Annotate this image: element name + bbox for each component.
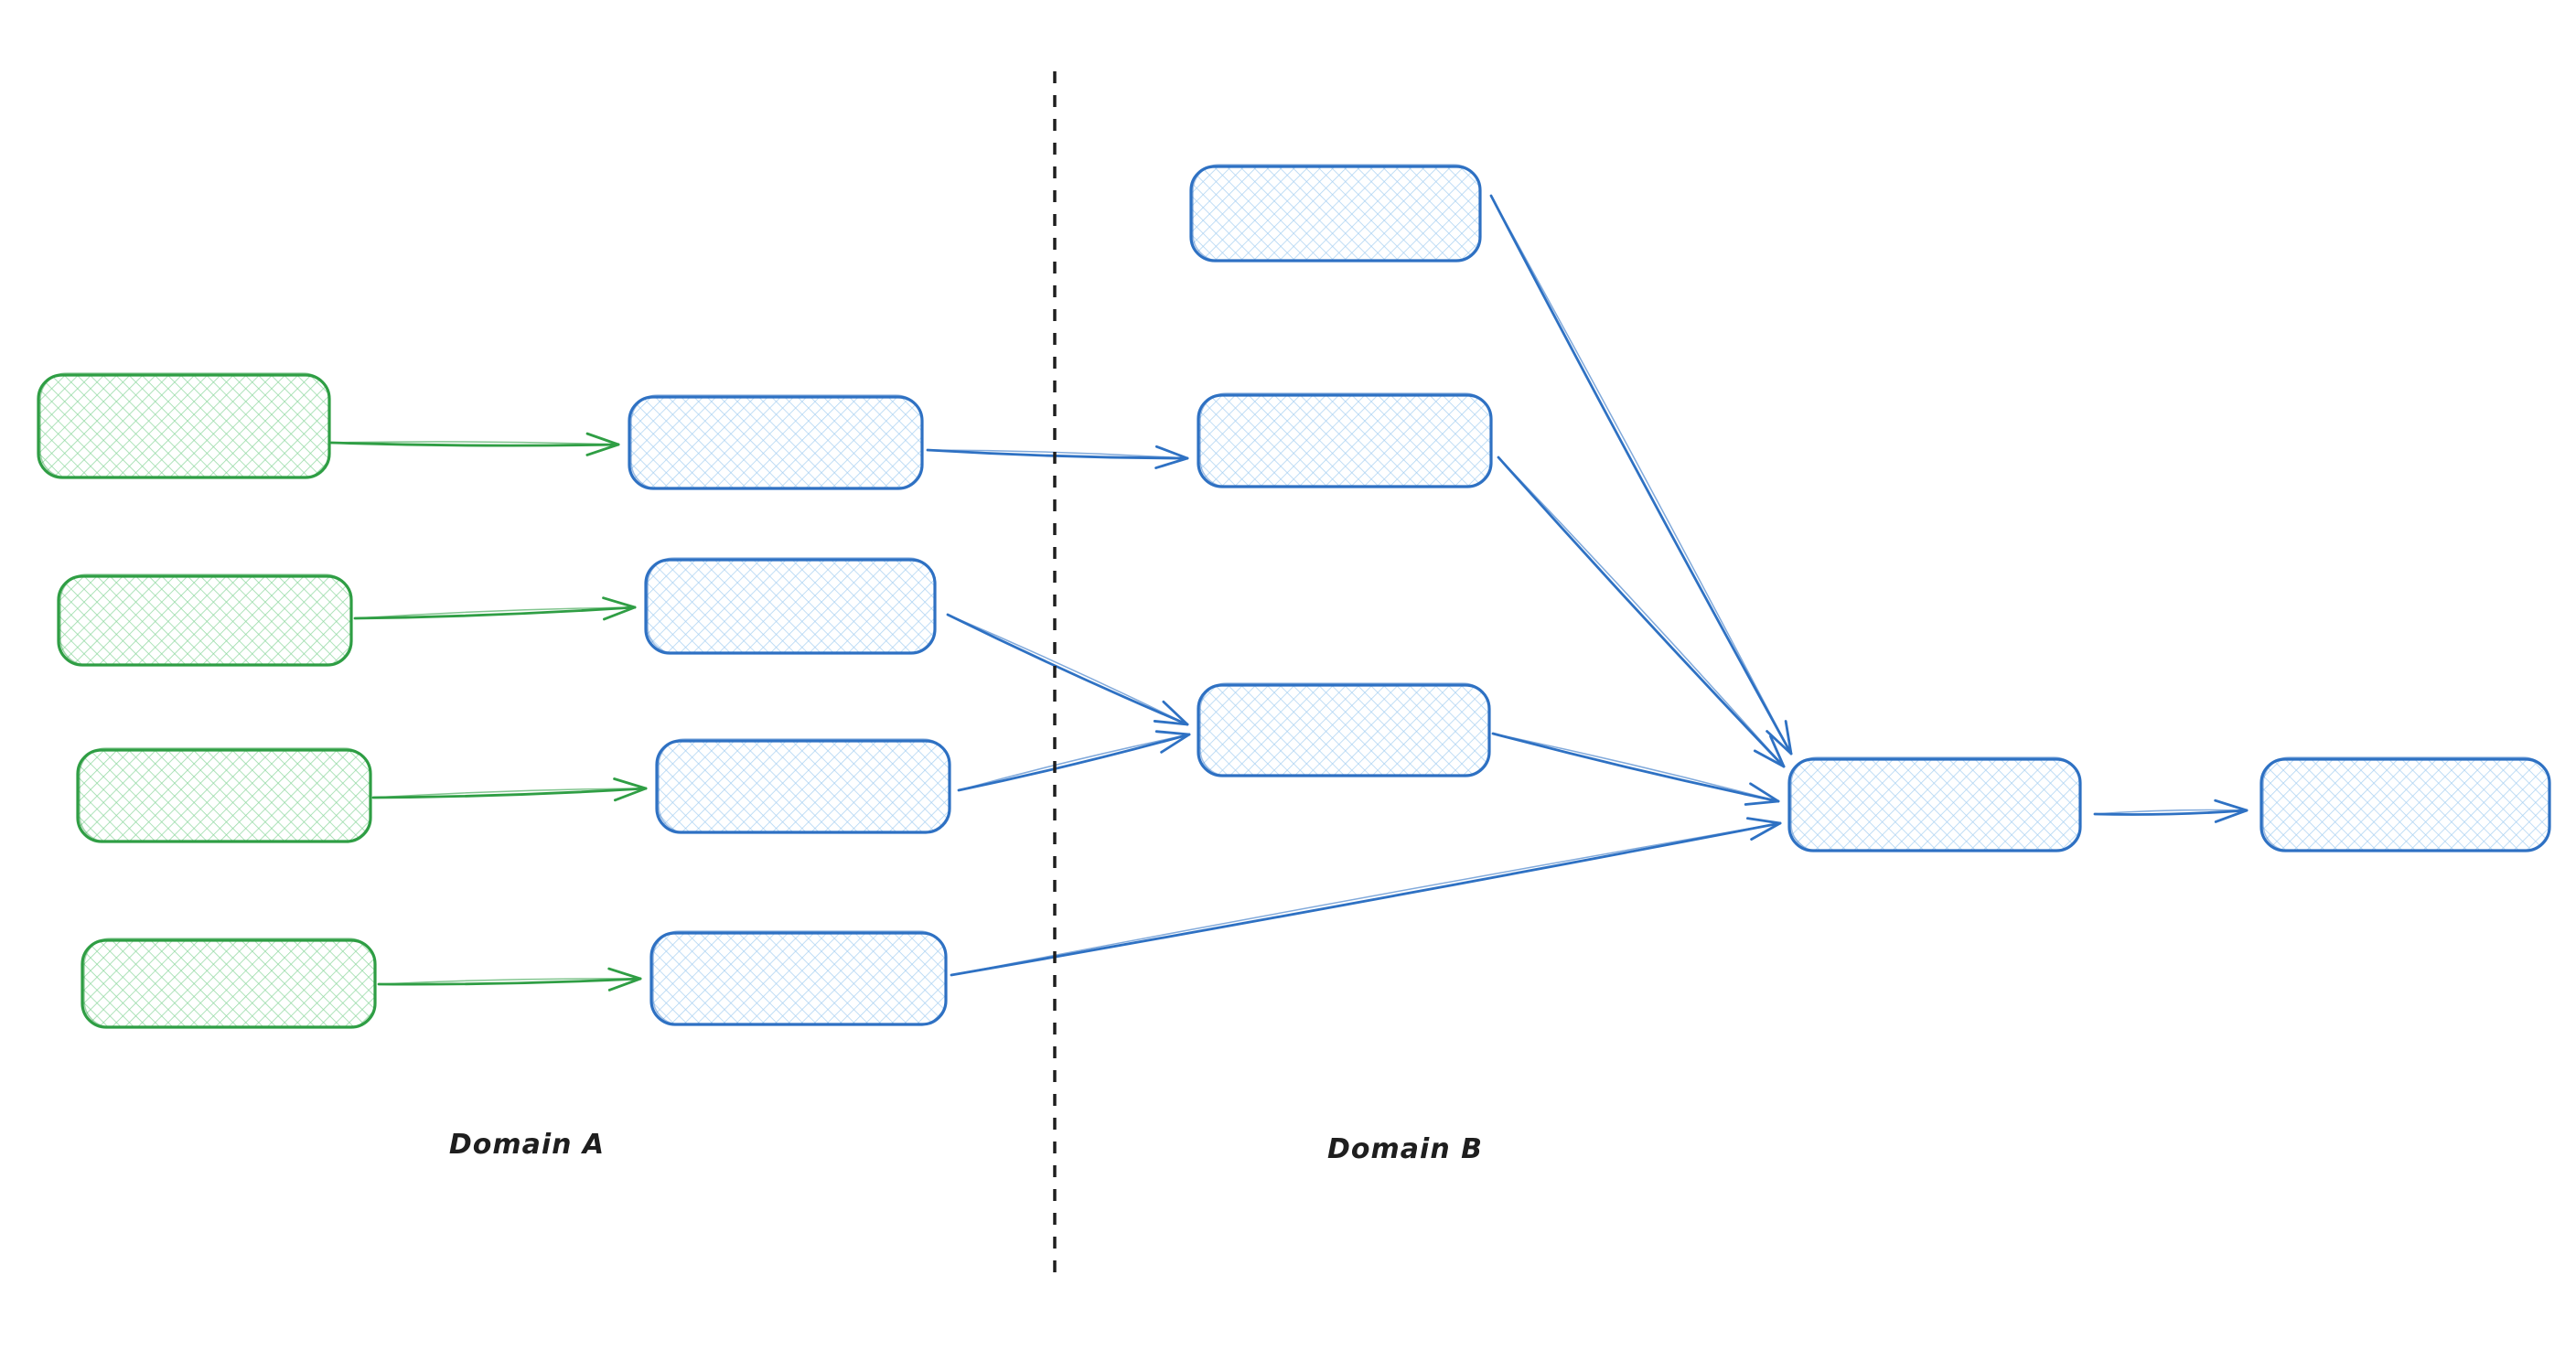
source-a2[interactable] [57, 573, 353, 667]
source-a2-to-stage-a2[interactable] [353, 596, 637, 621]
aggregator-to-output[interactable] [2093, 799, 2249, 823]
stage-b-mid-to-aggregator[interactable] [1497, 456, 1786, 768]
stage-a2-to-stage-b-low[interactable] [946, 613, 1189, 726]
stage-a3[interactable] [655, 738, 951, 834]
stage-b-top-to-aggregator[interactable] [1489, 194, 1793, 756]
stage-a2[interactable] [644, 557, 937, 655]
stage-a4-to-aggregator[interactable] [950, 817, 1782, 977]
output[interactable] [2259, 756, 2551, 852]
stage-a3-to-stage-b-low[interactable] [957, 730, 1191, 792]
nodes-layer [37, 164, 2551, 1029]
source-a4-to-stage-a4[interactable] [377, 967, 642, 991]
source-a4[interactable] [80, 938, 377, 1029]
stage-b-top[interactable] [1189, 164, 1482, 263]
stage-a1-to-stage-b-mid[interactable] [926, 445, 1189, 469]
stage-a1[interactable] [628, 394, 924, 490]
labels-layer: Domain A Domain B [449, 1129, 1483, 1165]
stage-a4[interactable] [649, 930, 948, 1026]
source-a1[interactable] [37, 372, 331, 479]
aggregator[interactable] [1787, 756, 2082, 852]
domain-a-label[interactable]: Domain A [449, 1129, 605, 1161]
source-a1-to-stage-a1[interactable] [329, 432, 620, 456]
domain-b-label[interactable]: Domain B [1327, 1133, 1483, 1165]
source-a3-to-stage-a3[interactable] [371, 777, 648, 802]
stage-b-low[interactable] [1197, 682, 1491, 777]
stage-b-mid[interactable] [1197, 392, 1493, 488]
stage-b-low-to-aggregator[interactable] [1491, 732, 1780, 806]
source-a3[interactable] [76, 747, 372, 843]
edges-layer [329, 194, 2249, 991]
